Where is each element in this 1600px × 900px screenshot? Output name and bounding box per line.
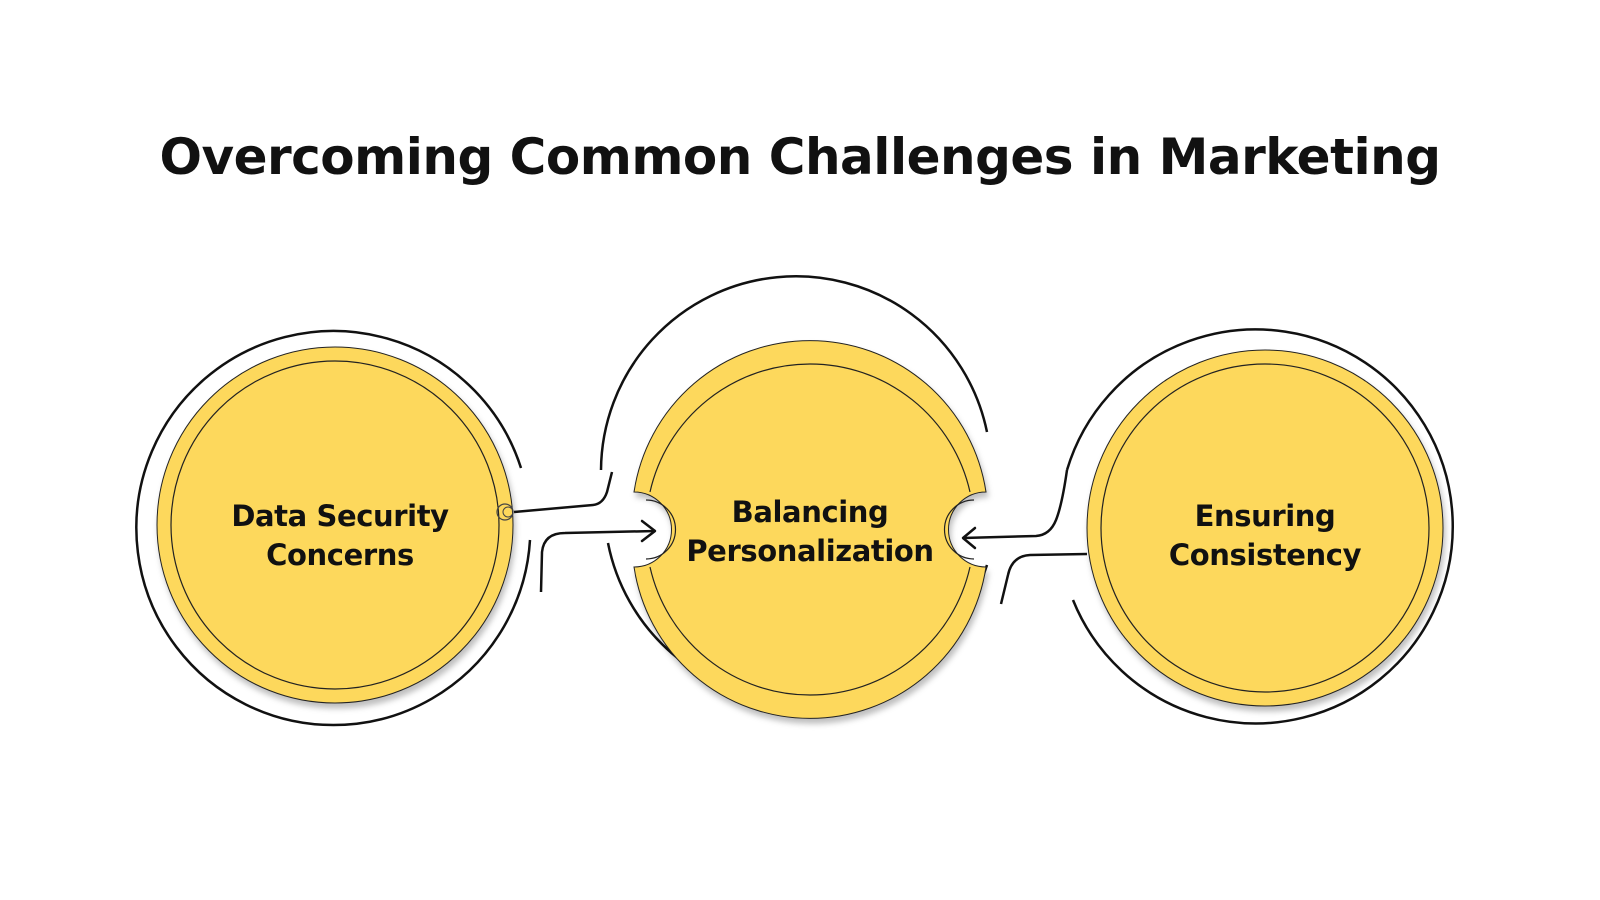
node-label-data-security: Data Security Concerns (231, 499, 449, 572)
node-label-balancing-personalization: Balancing Personalization (686, 495, 934, 568)
connector-line-upper (962, 469, 1069, 540)
connector-line-upper (513, 471, 614, 514)
node-outer-ring (1065, 328, 1454, 725)
node-outer-ring (599, 275, 989, 471)
node-inner-ring (649, 566, 971, 696)
node-label-ensuring-consistency: Ensuring Consistency (1168, 499, 1362, 572)
connector-line-lower (999, 552, 1088, 605)
node-outer-ring (135, 329, 532, 727)
arrow-head-icon (961, 526, 977, 550)
arrow-head-icon (640, 519, 657, 543)
node-inner-ring (1100, 363, 1430, 693)
node-disc (156, 346, 514, 704)
node-inner-ring (170, 360, 500, 690)
node-balancing-personalization (599, 275, 989, 719)
connector-line-lower (539, 529, 656, 593)
node-data-security (135, 329, 532, 727)
node-inner-ring (649, 363, 971, 493)
connector-3-to-2 (961, 469, 1088, 605)
node-disc (1086, 349, 1444, 707)
node-notch-left (645, 499, 677, 560)
diagram-title: Overcoming Common Challenges in Marketin… (159, 128, 1441, 186)
connector-start-dot-inner (502, 506, 514, 518)
node-notch-right (943, 499, 975, 560)
connector-1-to-2 (496, 471, 657, 593)
node-disc (633, 340, 987, 719)
node-ensuring-consistency (1065, 328, 1454, 725)
